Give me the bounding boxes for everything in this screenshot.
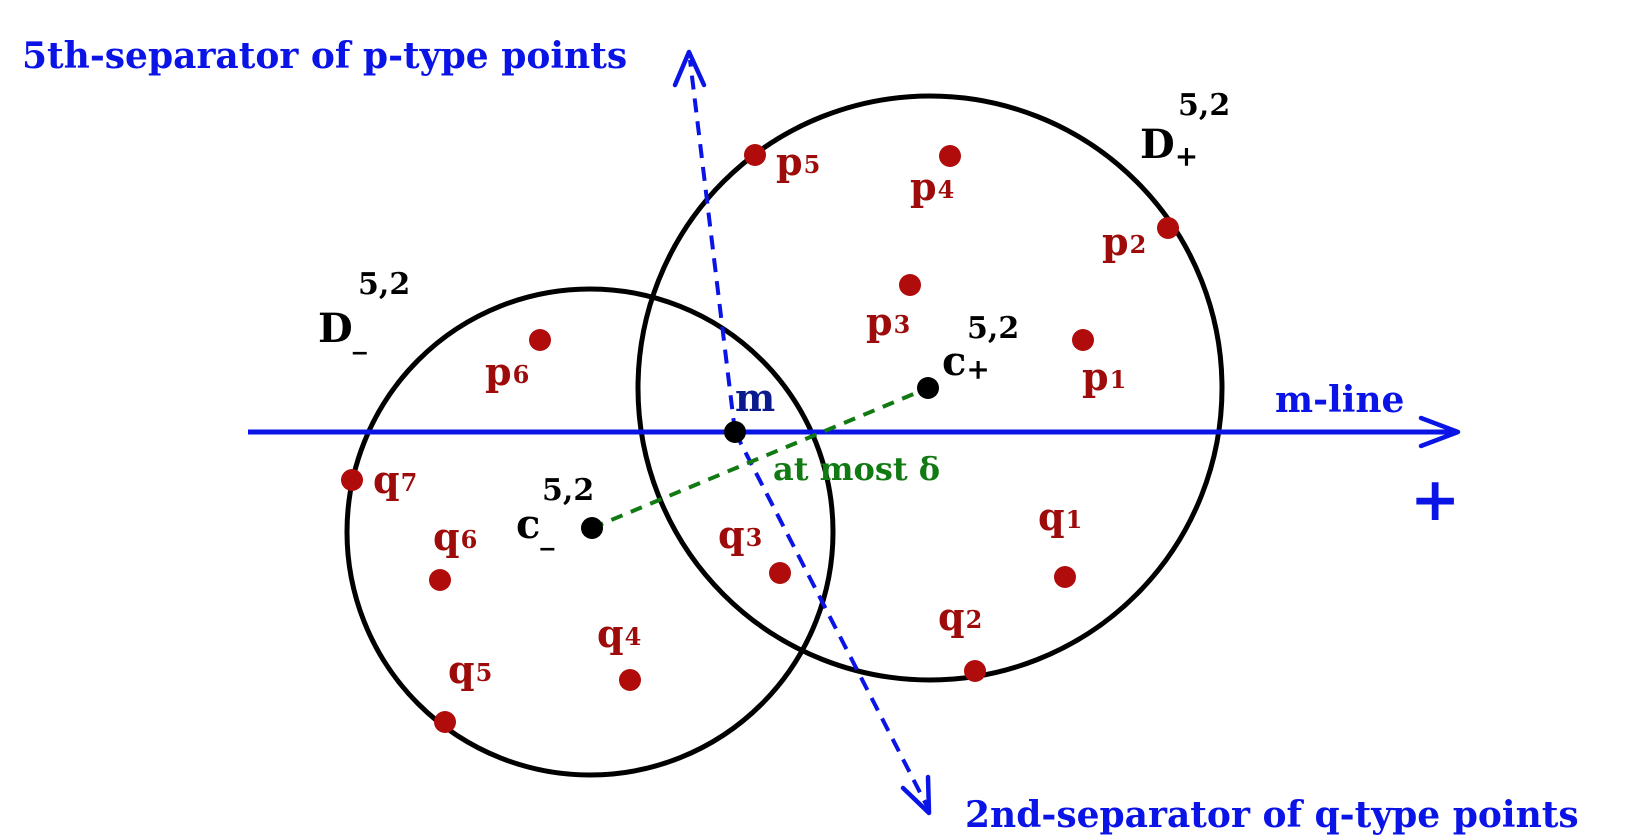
c-minus-point (581, 517, 603, 539)
distance-label: at most δ (773, 450, 940, 488)
q3-point (769, 562, 791, 584)
q1-point (1054, 566, 1076, 588)
m-line-label: m-line (1275, 379, 1404, 421)
d-plus-label: D+ (1140, 121, 1198, 173)
c-plus-sub: + (966, 353, 989, 386)
p5-point (744, 144, 766, 166)
q5-point (434, 711, 456, 733)
q7-point (341, 469, 363, 491)
plus-side-sign: + (1410, 465, 1460, 535)
p2-point (1157, 217, 1179, 239)
p2-label: p2 (1102, 219, 1146, 264)
c-plus-point (917, 377, 939, 399)
q7-label: q7 (373, 457, 417, 502)
c-minus-label: c_ (516, 501, 554, 551)
q4-label: q4 (597, 611, 641, 656)
c-minus-sub: _ (540, 518, 554, 551)
m-label: m (735, 375, 775, 420)
d-plus-sup: 5,2 (1178, 88, 1230, 123)
q-separator-line (733, 431, 930, 809)
c-minus-sup: 5,2 (542, 473, 594, 508)
m-line-arrowhead (1418, 415, 1461, 449)
d-plus-sub: + (1175, 140, 1198, 173)
q2-label: q2 (938, 594, 982, 639)
q6-point (429, 569, 451, 591)
q-separator-label: 2nd-separator of q-type points (965, 794, 1579, 836)
d-minus-sub: _ (353, 322, 367, 355)
q5-label: q5 (448, 647, 492, 692)
q1-label: q1 (1038, 494, 1082, 539)
p4-point (939, 145, 961, 167)
d-minus-sup: 5,2 (358, 267, 410, 302)
p5-label: p5 (776, 139, 820, 184)
p-separator-label: 5th-separator of p-type points (22, 35, 627, 77)
c-plus-base: c (942, 338, 966, 385)
p1-label: p1 (1082, 354, 1126, 399)
p6-point (529, 329, 551, 351)
q-separator-arrowhead (900, 774, 932, 816)
p6-label: p6 (485, 349, 529, 394)
d-plus-base: D (1140, 121, 1175, 168)
p3-label: p3 (866, 299, 910, 344)
q3-label: q3 (718, 512, 762, 557)
p4-label: p4 (910, 164, 954, 209)
d-minus-label: D_ (318, 305, 367, 355)
p1-point (1072, 329, 1094, 351)
center-distance-line (591, 386, 929, 530)
c-plus-label: c+ (942, 338, 990, 386)
c-minus-base: c (516, 501, 540, 548)
disk-d-plus (635, 93, 1225, 683)
m-point (724, 421, 746, 443)
p-separator-line (688, 59, 737, 433)
q2-point (964, 660, 986, 682)
p-separator-arrowhead (672, 49, 707, 88)
q6-label: q6 (433, 514, 477, 559)
p3-point (899, 274, 921, 296)
d-minus-base: D (318, 305, 353, 352)
disk-d-minus (344, 286, 836, 778)
c-plus-sup: 5,2 (967, 311, 1019, 346)
q4-point (619, 669, 641, 691)
